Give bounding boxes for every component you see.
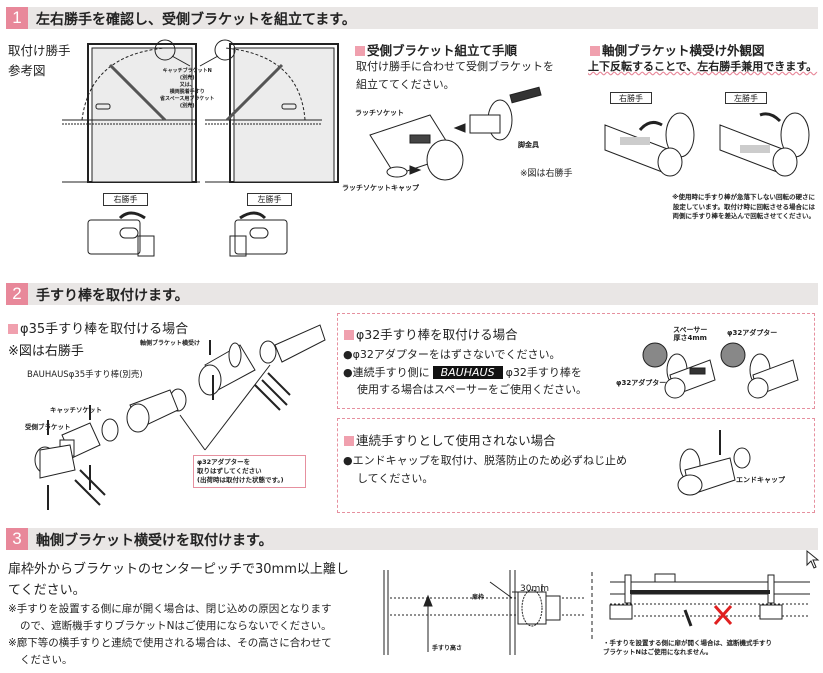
left-hand-label: 左勝手 xyxy=(725,92,767,104)
right-hand-note: ※図は右勝手 xyxy=(520,169,573,179)
shaft-bracket-illustration xyxy=(604,112,810,177)
latch-socket-illustration xyxy=(369,86,542,181)
section2-header: 2 手すり棒を取付けます。 xyxy=(6,283,818,305)
section-title: 手すり棒を取付けます。 xyxy=(36,288,189,304)
square-bullet-icon xyxy=(344,436,354,446)
square-bullet-icon xyxy=(355,46,365,56)
door-diagram xyxy=(62,39,339,257)
phi32-heading: φ32手すり棒を取付ける場合 xyxy=(344,324,518,343)
adapter-note-box: φ32アダプターを取りはずしてください(出荷時は取付けた状態です。) xyxy=(193,455,306,488)
note-text: ので、遮断機手すりブラケットNはご使用にならないでください。 xyxy=(20,620,332,632)
spacer-label: スペーサー厚さ4mm xyxy=(673,326,708,342)
height-label: 手すり高さ xyxy=(432,645,463,652)
note-text: ※廊下等の横手すりと連続で使用される場合は、その高さに合わせて xyxy=(8,637,332,649)
section-number: 3 xyxy=(6,528,28,550)
foot-bracket-label: 脚金具 xyxy=(518,141,539,149)
warning-diagram xyxy=(591,572,810,642)
frame-label: 扉枠 xyxy=(472,594,485,601)
instruction-text: 扉枠外からブラケットのセンターピッチで30mm以上離し xyxy=(8,562,349,577)
right-hand-label: 右勝手 xyxy=(103,193,148,206)
section-title: 左右勝手を確認し、受側ブラケットを組立てます。 xyxy=(36,12,356,28)
note-text: ※手すりを設置する側に扉が開く場合は、閉じ込めの原因となります xyxy=(8,603,332,615)
left-hand-label: 左勝手 xyxy=(247,193,292,206)
square-bullet-icon xyxy=(8,324,18,334)
mouse-cursor-icon xyxy=(806,549,820,569)
note-text: ください。 xyxy=(20,654,73,666)
distance-label: 30mm xyxy=(520,584,549,594)
appearance-subtitle: 上下反転することで、左右勝手兼用できます。 xyxy=(588,60,818,73)
rotation-note: ※使用時に手すり棒が急落下しない回転の硬さに設定しています。取付け時に回転させる… xyxy=(672,193,815,220)
distance-diagram xyxy=(383,570,585,655)
assembly-text: 取付け勝手に合わせて受側ブラケットを xyxy=(356,60,554,73)
reference-label: 取付け勝手 xyxy=(8,43,71,58)
phi32-box xyxy=(337,313,815,409)
section-number: 2 xyxy=(6,283,28,305)
spacer-illustration xyxy=(642,342,799,399)
standalone-bullet: ●エンドキャップを取付け、脱落防止のため必ずねじ止め xyxy=(343,454,628,467)
receiver-bracket-label: 受側ブラケット xyxy=(25,423,71,431)
brand-badge: BAUHAUS xyxy=(432,366,503,379)
latch-cap-label: ラッチソケットキャップ xyxy=(342,184,419,192)
phi35-heading: φ35手すり棒を取付ける場合 xyxy=(8,318,188,337)
instruction-text: てください。 xyxy=(8,583,86,598)
standalone-box xyxy=(337,418,815,513)
standalone-bullet: してください。 xyxy=(357,472,434,485)
adapter-label: φ32アダプター xyxy=(727,329,778,337)
end-cap-label: エンドキャップ xyxy=(736,476,785,484)
catch-socket-label: キャッチソケット xyxy=(50,406,102,414)
square-bullet-icon xyxy=(590,46,600,56)
section1-header: 1 左右勝手を確認し、受側ブラケットを組立てます。 xyxy=(6,7,818,29)
square-bullet-icon xyxy=(344,330,354,340)
warning-note: ・手すりを設置する側に扉が開く場合は、遮断機式手すりブラケットNはご使用になれま… xyxy=(603,639,772,656)
standalone-heading: 連続手すりとして使用されない場合 xyxy=(344,430,556,449)
right-hand-note: ※図は右勝手 xyxy=(8,344,84,359)
section3-header: 3 軸側ブラケット横受けを取付けます。 xyxy=(6,528,818,550)
section-number: 1 xyxy=(6,7,28,29)
rail-exploded-illustration xyxy=(34,324,326,510)
assembly-heading: 受側ブラケット組立て手順 xyxy=(355,40,517,59)
phi32-bullet: 使用する場合はスペーサーをご使用ください。 xyxy=(357,383,588,396)
latch-socket-label: ラッチソケット xyxy=(355,109,404,117)
assembly-text: 組立ててください。 xyxy=(356,78,455,91)
phi32-bullet: ●φ32アダプターをはずさないでください。 xyxy=(343,348,561,361)
adapter-label: φ32アダプター xyxy=(616,379,667,387)
reference-label: 参考図 xyxy=(8,63,46,78)
section-title: 軸側ブラケット横受けを取付けます。 xyxy=(36,533,273,549)
catch-bracket-note: キャッチブラケットN(別売)又は、横両脱着手すり省スペース用ブラケット(別売) xyxy=(160,68,215,109)
end-cap-illustration xyxy=(677,430,751,496)
rail-label: BAUHAUSφ35手すり棒(別売) xyxy=(27,370,143,380)
appearance-heading: 軸側ブラケット横受け外観図 xyxy=(590,40,765,59)
right-hand-label: 右勝手 xyxy=(610,92,652,104)
shaft-bracket-label: 軸側ブラケット横受け xyxy=(140,340,201,347)
